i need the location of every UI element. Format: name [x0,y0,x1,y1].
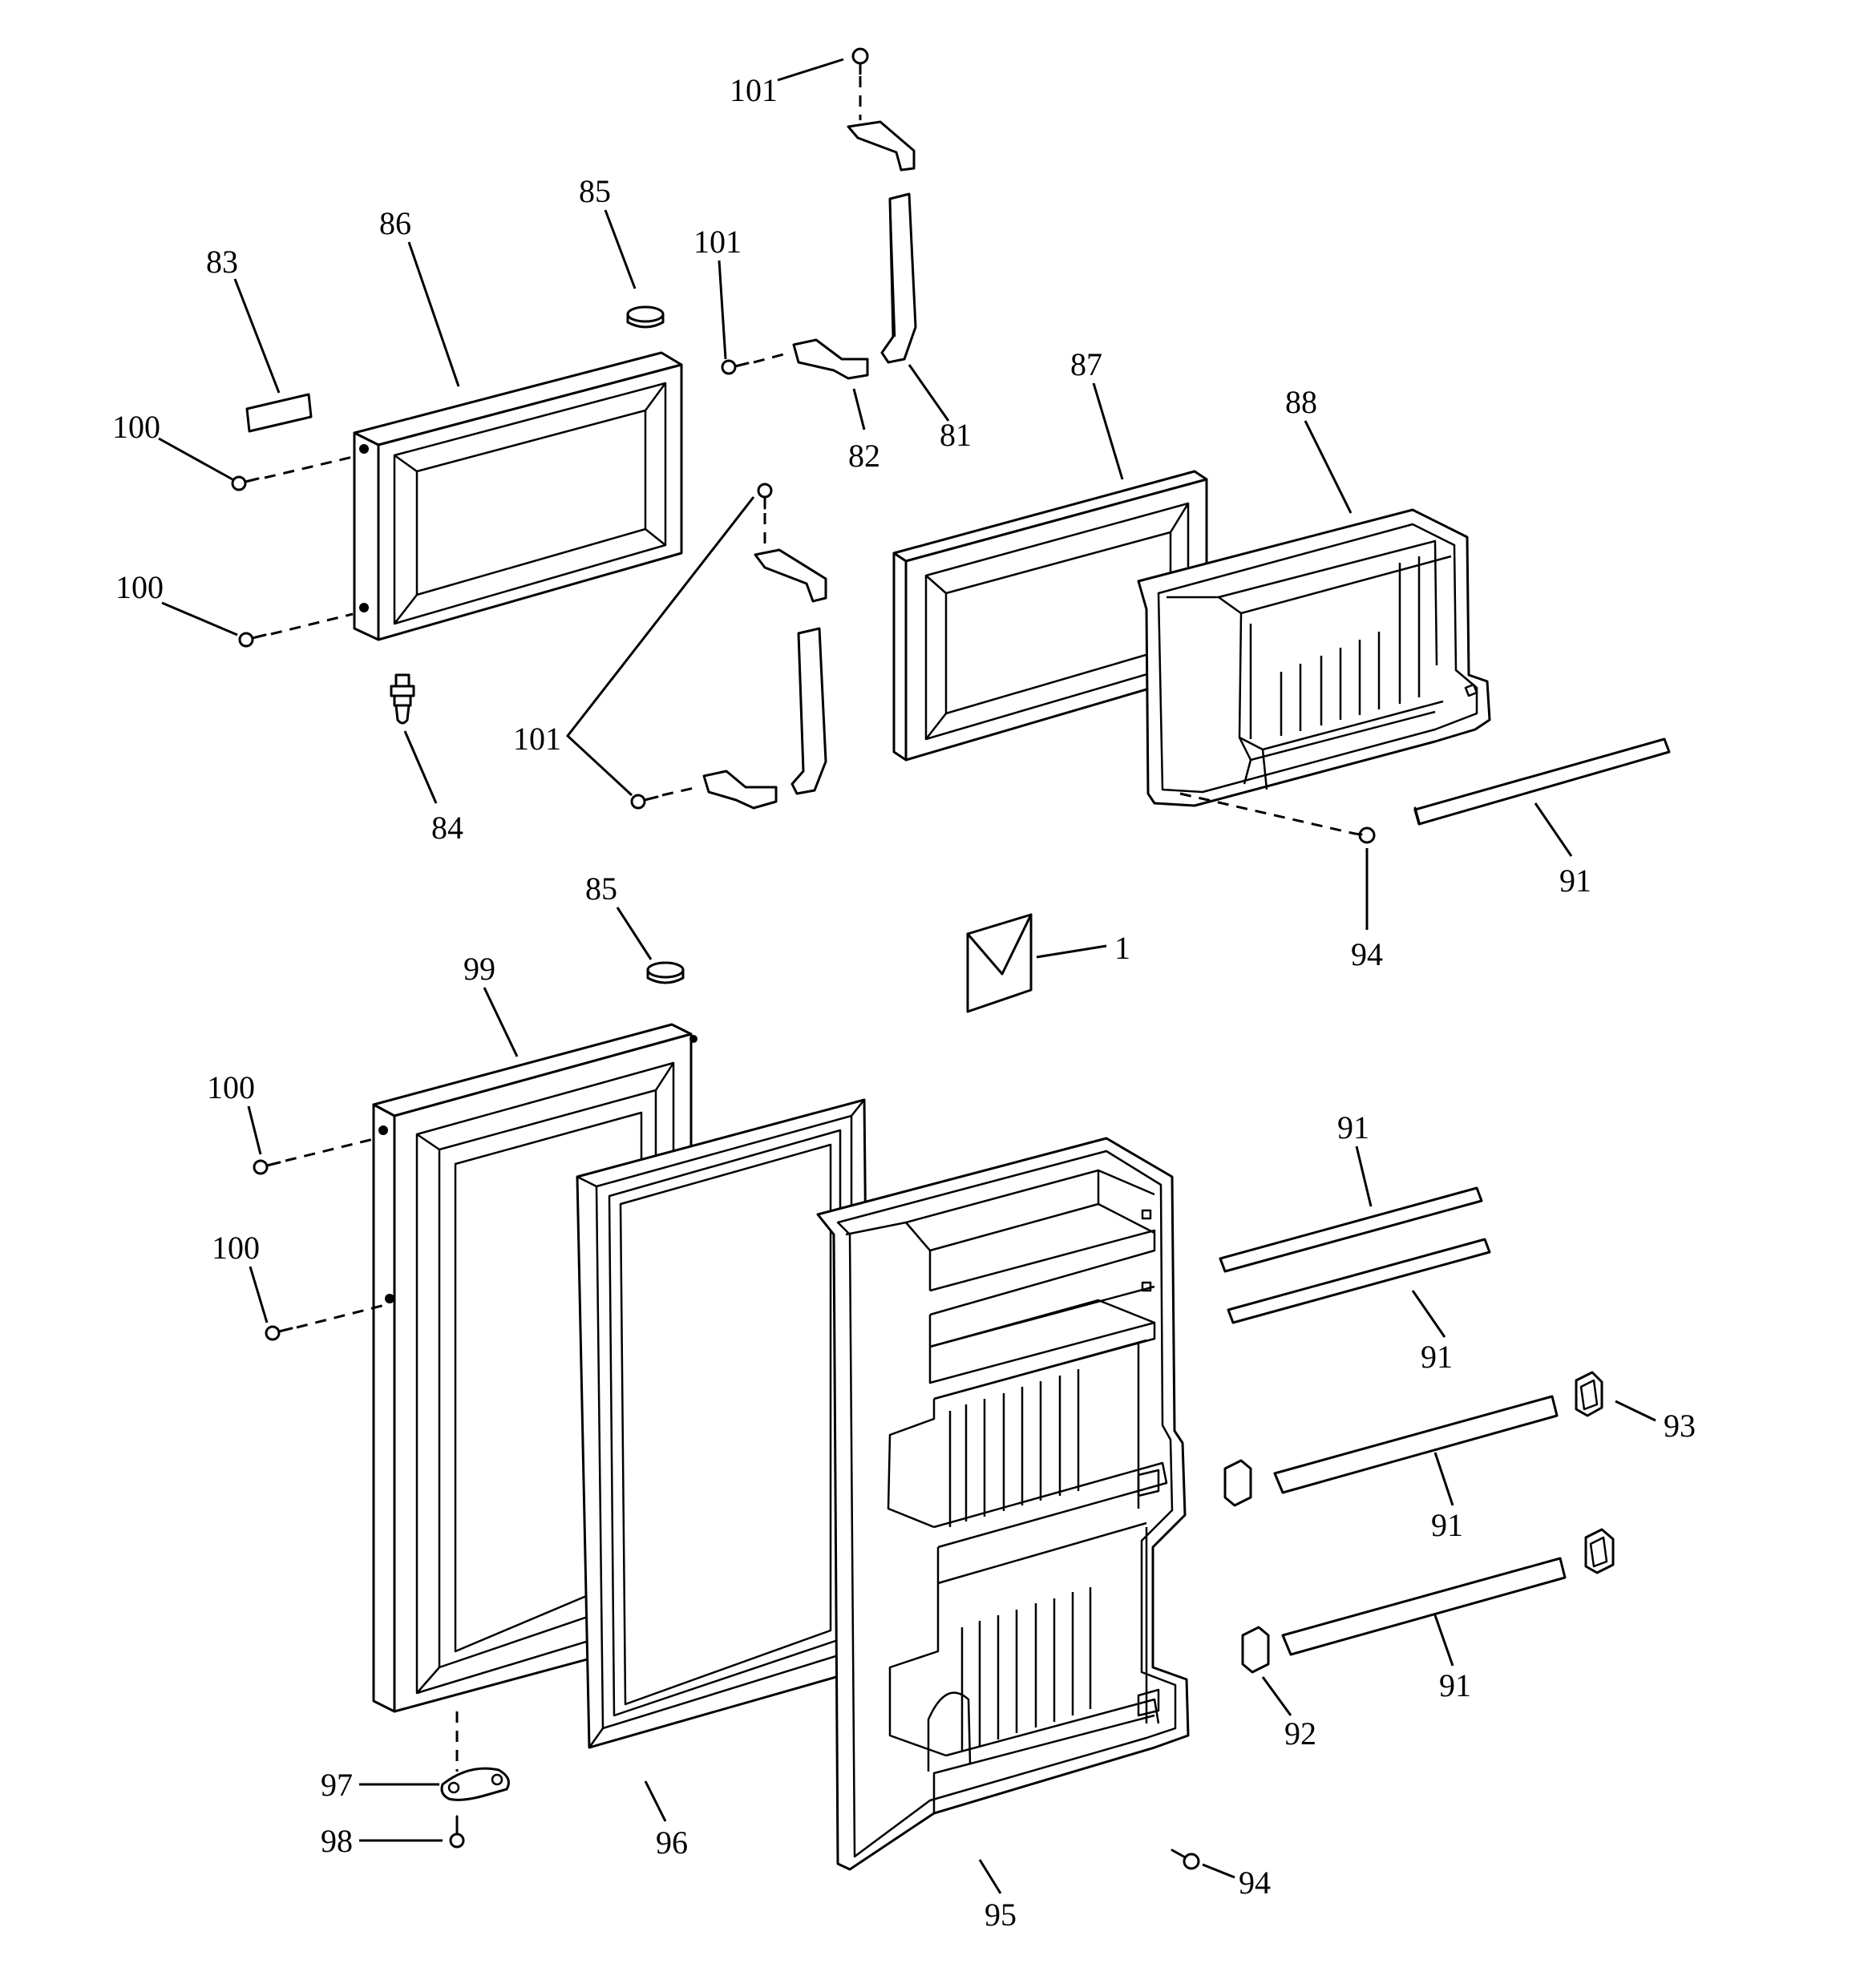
screw-94-bottom [1171,1849,1200,1870]
callout-101-top: 101 [730,72,778,108]
callout-101-left: 101 [513,721,561,757]
shelf-bar-91-d [1273,1395,1559,1494]
callout-99: 99 [463,951,495,987]
callout-labels: 101 85 86 83 101 100 82 81 87 88 100 101… [112,72,1696,1933]
callout-100-c: 100 [207,1069,255,1105]
callout-97: 97 [321,1767,353,1803]
screw-101-mid [721,359,750,375]
callout-94-a: 94 [1351,936,1383,972]
part-85-plug-bottom [646,961,685,984]
dashed-guide [270,612,354,636]
part-83-label [245,393,313,433]
callout-85-bottom: 85 [585,871,617,907]
part-86-freezer-door [353,351,683,641]
callout-81: 81 [940,417,972,453]
leader-lines [158,58,1656,1894]
shelf-bar-91-b [1219,1186,1483,1273]
dashed-guide [753,351,790,364]
screw-100-b [238,632,267,648]
dashed-guide [285,1137,378,1162]
end-cap-left-upper [1223,1459,1252,1507]
callout-95: 95 [985,1897,1017,1933]
part-96-door-gasket [576,1098,871,1749]
callout-92: 92 [1284,1715,1316,1752]
part-98-screw [449,1815,465,1849]
dashed-guide [661,786,698,797]
part-84-hinge-pin [390,673,415,725]
callout-100-a: 100 [112,409,160,445]
callout-83: 83 [206,244,238,280]
part-1-envelope [966,913,1033,1013]
callout-87: 87 [1070,346,1102,382]
part-95-door-liner [816,1137,1190,1871]
part-85-plug-top [626,305,665,329]
callout-96: 96 [656,1824,688,1861]
part-97-bottom-hinge [440,1767,510,1801]
dashed-guide [1179,792,1356,835]
callout-91-b: 91 [1337,1109,1369,1146]
screw-100-a [231,475,260,491]
callout-91-d: 91 [1431,1507,1463,1543]
bracket-top [847,120,916,172]
callout-100-d: 100 [212,1230,260,1266]
screw-101-upper-left [757,483,773,510]
shelf-bar-91-c [1227,1238,1491,1324]
part-82-hinge-bracket [792,338,869,380]
screw-94-top [1353,826,1376,844]
end-cap-93-upper-right [1575,1371,1603,1417]
bracket-mid-left [754,548,827,603]
part-88-door-liner [1137,508,1491,807]
screw-101-lower-left [630,794,659,810]
callout-101-mid: 101 [693,224,742,260]
callout-91-c: 91 [1421,1339,1453,1375]
callout-93: 93 [1664,1408,1696,1444]
screw-100-d [265,1325,293,1341]
screw-100-c [253,1159,281,1175]
callout-85-top: 85 [579,173,611,209]
callout-98: 98 [321,1823,353,1859]
callout-86: 86 [379,205,411,241]
callout-82: 82 [848,438,880,474]
callout-91-a: 91 [1559,863,1591,899]
callout-84: 84 [431,810,463,846]
shelf-bar-91-top [1413,737,1671,826]
callout-1: 1 [1114,930,1130,966]
end-cap-lower-right [1584,1528,1615,1574]
screw-101-top [851,47,869,75]
bracket-lower-left [702,770,778,810]
callout-88: 88 [1285,384,1317,420]
dashed-guide [296,1303,386,1329]
callout-91-e: 91 [1439,1667,1471,1703]
part-81-door-strip [880,192,917,364]
dashed-guide [264,455,354,479]
end-cap-92 [1241,1626,1270,1674]
door-strip-left [790,627,827,795]
callout-100-b: 100 [115,569,164,605]
callout-94-b: 94 [1239,1865,1271,1901]
shelf-bar-91-e [1281,1557,1567,1656]
